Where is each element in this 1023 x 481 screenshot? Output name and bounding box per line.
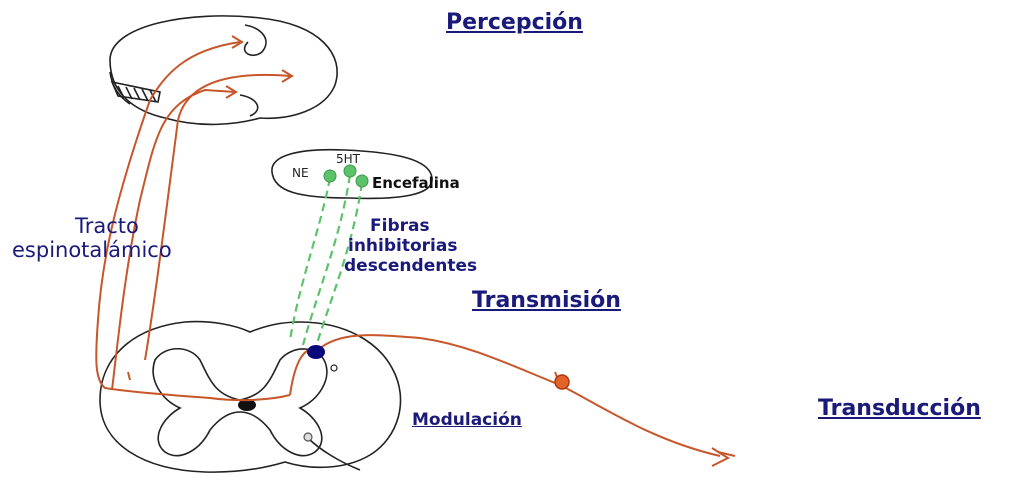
interneuron-body bbox=[303, 432, 313, 442]
label-fibras: Fibras bbox=[370, 216, 430, 236]
label-transduccion: Transducción bbox=[818, 396, 981, 421]
label-modulacion: Modulación bbox=[412, 410, 522, 430]
label-percepcion: Percepción bbox=[446, 10, 583, 35]
afferent-fiber bbox=[289, 334, 736, 467]
label-5ht: 5HT bbox=[336, 152, 360, 166]
label-tracto: Tracto bbox=[75, 214, 139, 238]
spinal-cord-section bbox=[99, 320, 402, 473]
label-ne: NE bbox=[292, 166, 309, 180]
label-inhibitorias: inhibitorias bbox=[348, 236, 458, 256]
brain-outline bbox=[109, 15, 338, 126]
label-transmision: Transmisión bbox=[472, 288, 621, 313]
spinothalamic-tract bbox=[95, 41, 291, 402]
nociceptor-cell-body bbox=[554, 374, 570, 390]
tract-arrowheads bbox=[225, 35, 294, 99]
label-encefalina: Encefalina bbox=[372, 174, 460, 192]
label-descendentes: descendentes bbox=[344, 256, 478, 276]
interneuron-fiber bbox=[307, 437, 361, 471]
synaptic-vesicle bbox=[330, 364, 338, 372]
brainstem-nucleus-outline bbox=[271, 148, 433, 200]
synapse-terminal bbox=[307, 345, 325, 359]
descending-inhibitory-fibers bbox=[288, 174, 364, 351]
central-canal bbox=[238, 399, 256, 411]
neurotransmitter-nuclei bbox=[323, 164, 369, 188]
label-espinotalamico: espinotalámico bbox=[12, 238, 172, 262]
